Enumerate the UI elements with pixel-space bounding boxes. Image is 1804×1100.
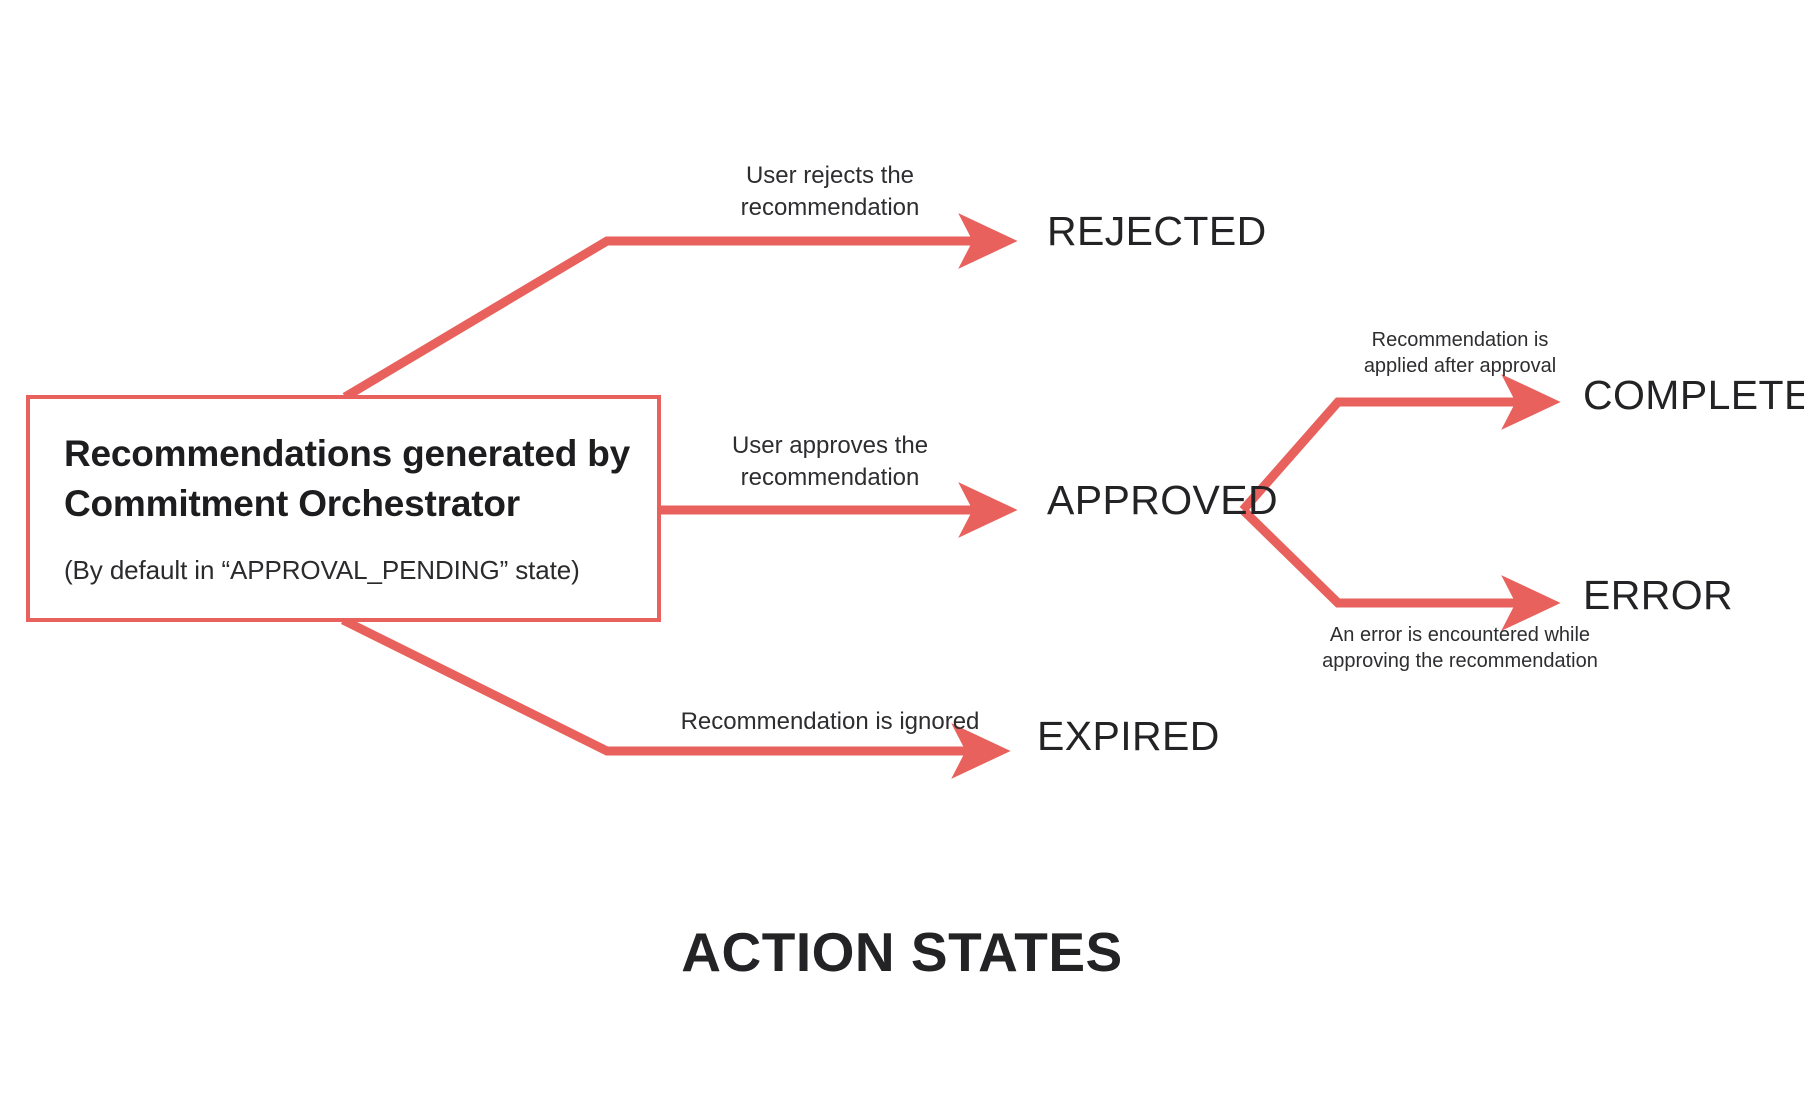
edge-to-rejected bbox=[342, 213, 1018, 401]
state-label-expired: EXPIRED bbox=[1037, 713, 1220, 759]
source-node-title: Recommendations generated by Commitment … bbox=[64, 433, 630, 524]
state-label-error: ERROR bbox=[1583, 572, 1734, 618]
edge-caption-expired: Recommendation is ignored bbox=[680, 708, 980, 735]
edge-caption-error: An error is encountered while approving … bbox=[1322, 624, 1598, 673]
edge-to-completed bbox=[1239, 374, 1561, 513]
edge-caption-rejected: User rejects the recommendation bbox=[740, 162, 920, 221]
state-label-completed: COMPLETED bbox=[1583, 372, 1804, 418]
state-label-approved: APPROVED bbox=[1047, 477, 1279, 523]
edge-to-error bbox=[1239, 506, 1561, 631]
source-node-box: Recommendations generated by Commitment … bbox=[26, 395, 661, 622]
source-node-subtitle: (By default in “APPROVAL_PENDING” state) bbox=[64, 555, 580, 585]
edge-caption-completed: Recommendation is applied after approval bbox=[1363, 329, 1557, 378]
state-label-rejected: REJECTED bbox=[1047, 208, 1267, 254]
edge-caption-approved: User approves the recommendation bbox=[731, 432, 929, 491]
diagram-title: ACTION STATES bbox=[681, 921, 1123, 983]
